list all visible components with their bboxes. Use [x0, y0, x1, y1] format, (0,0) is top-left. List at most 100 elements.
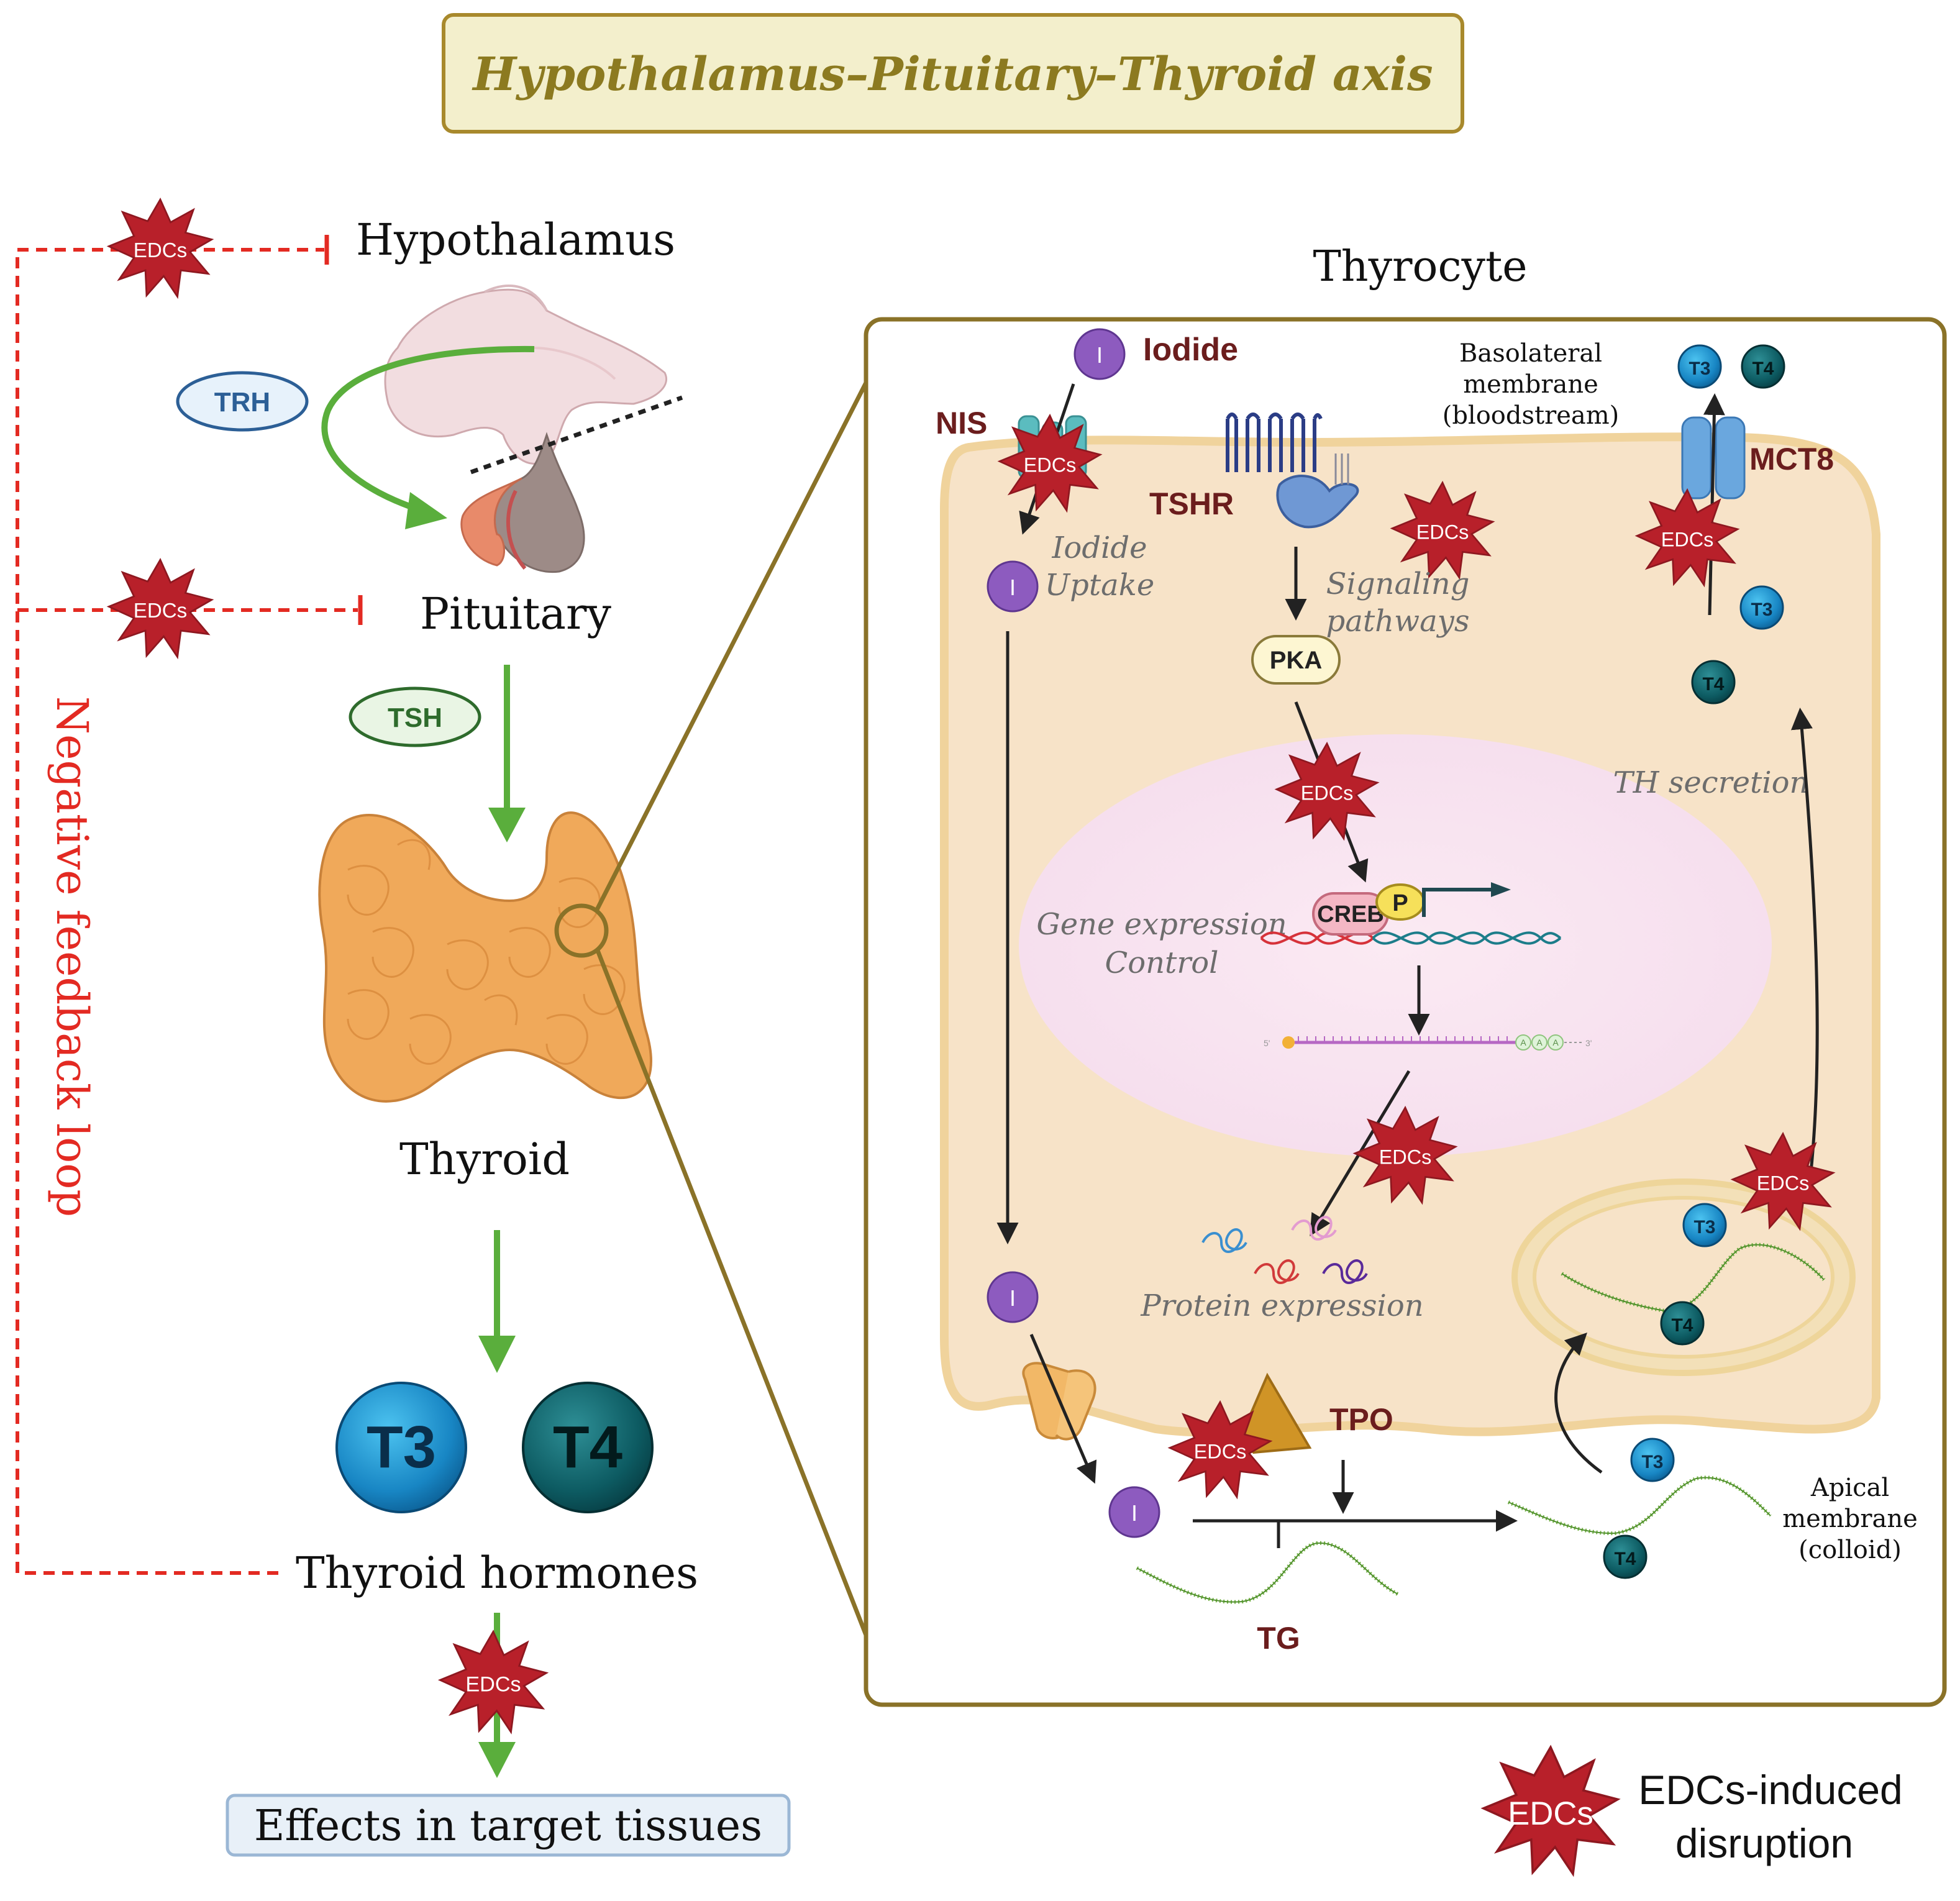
svg-text:3': 3'	[1585, 1038, 1592, 1048]
thyroid-zoom-circle	[554, 903, 609, 958]
edc-tpo: EDCs	[1169, 1401, 1272, 1498]
diagram-title: Hypothalamus–Pituitary–Thyroid axis	[472, 48, 1433, 101]
t3-outside: T3	[1677, 344, 1722, 389]
svg-text:I: I	[1131, 1500, 1137, 1526]
thyrocyte-title: Thyrocyte	[1313, 242, 1527, 291]
svg-text:T3: T3	[367, 1414, 436, 1480]
svg-text:EDCs: EDCs	[1661, 529, 1714, 551]
iodide-top: I	[1073, 328, 1126, 380]
svg-text:PKA: PKA	[1270, 647, 1322, 674]
svg-text:EDCs: EDCs	[1301, 782, 1354, 805]
svg-text:T4: T4	[1702, 674, 1724, 695]
tg-label: TG	[1257, 1621, 1300, 1656]
svg-text:T3: T3	[1689, 358, 1710, 379]
pituitary-section-line	[470, 395, 683, 475]
t4-iodinated: T4	[1603, 1534, 1648, 1579]
svg-text:T4: T4	[1752, 358, 1774, 379]
svg-text:EDCs: EDCs	[1757, 1172, 1810, 1195]
t3-intracellular: T3	[1739, 585, 1784, 630]
zoom-line-bottom	[595, 949, 868, 1636]
legend-edc-symbol: EDCs	[1482, 1746, 1619, 1876]
svg-text:Effects in target tissues: Effects in target tissues	[254, 1802, 762, 1851]
t4-outside: T4	[1741, 344, 1785, 389]
svg-text:A: A	[1520, 1037, 1526, 1047]
edc-signaling: EDCs	[1391, 481, 1494, 579]
legend-text-2: disruption	[1675, 1820, 1853, 1866]
phosphate-group: P	[1375, 883, 1425, 921]
svg-text:EDCs: EDCs	[465, 1672, 521, 1696]
endocytosis-arrow	[1554, 1333, 1603, 1474]
svg-text:I: I	[1096, 342, 1103, 368]
edc-feedback-hypothalamus: EDCs	[107, 198, 213, 298]
t3-iodinated: T3	[1630, 1438, 1675, 1482]
svg-text:5': 5'	[1264, 1038, 1270, 1048]
t4-intracellular: T4	[1691, 660, 1736, 704]
signaling-label-1: Signaling	[1326, 567, 1470, 601]
t4-hormone-sphere: T4	[522, 1382, 654, 1513]
edc-gene-expression: EDCs	[1354, 1106, 1457, 1204]
signaling-label-2: pathways	[1326, 604, 1470, 639]
pituitary-label: Pituitary	[420, 588, 611, 639]
svg-text:CREB: CREB	[1317, 901, 1384, 928]
gene-expression-label-1: Gene expression	[1036, 907, 1287, 942]
svg-text:EDCs: EDCs	[134, 239, 187, 262]
iodide-uptake-label-1: Iodide	[1051, 531, 1147, 565]
t4-vesicle: T4	[1660, 1301, 1705, 1346]
tshr-label: TSHR	[1149, 486, 1234, 521]
iodide-lower-ion: I	[987, 1271, 1039, 1323]
hypothalamus-label: Hypothalamus	[356, 214, 675, 265]
iodide-efflux-arrow	[1029, 1334, 1097, 1484]
thyroid-hormones-label: Thyroid hormones	[296, 1548, 698, 1598]
apical-label-3: (colloid)	[1798, 1536, 1902, 1564]
mct8-label: MCT8	[1749, 442, 1834, 476]
svg-text:T3: T3	[1693, 1217, 1715, 1238]
apical-label-1: Apical	[1810, 1474, 1889, 1502]
basolateral-label-1: Basolateral	[1459, 339, 1602, 368]
nucleus	[1019, 734, 1772, 1157]
tpo-label: TPO	[1329, 1402, 1393, 1437]
protein-expression-label: Protein expression	[1140, 1288, 1423, 1323]
svg-text:EDCs: EDCs	[1024, 454, 1077, 476]
th-secretion-arrow	[1790, 708, 1819, 1200]
svg-text:T4: T4	[1671, 1315, 1693, 1336]
feedback-loop-label: Negative feedback loop	[47, 696, 98, 1217]
mct8-transporter	[1681, 416, 1746, 499]
edc-nis: EDCs	[998, 414, 1101, 512]
svg-text:T3: T3	[1751, 599, 1772, 620]
legend-text-1: EDCs-induced	[1638, 1767, 1903, 1813]
iodide-uptake-ion: I	[987, 560, 1039, 613]
edc-vesicle: EDCs	[1731, 1133, 1835, 1230]
transcription-start-arrow	[1422, 888, 1492, 917]
t3-vesicle: T3	[1682, 1203, 1727, 1247]
basolateral-label-2: membrane	[1463, 370, 1598, 399]
pituitary-illustration	[384, 285, 667, 573]
svg-text:I: I	[1010, 575, 1016, 600]
tshr-receptor	[1226, 413, 1323, 472]
tsh-badge: TSH	[349, 686, 481, 747]
pka-node: PKA	[1251, 635, 1341, 685]
gene-expression-label-2: Control	[1105, 946, 1218, 980]
edc-target-tissues: EDCs	[439, 1630, 547, 1733]
svg-text:EDCs: EDCs	[134, 599, 187, 622]
svg-text:T4: T4	[1614, 1549, 1636, 1569]
iodide-label: Iodide	[1143, 332, 1238, 368]
svg-text:EDCs: EDCs	[1194, 1441, 1247, 1463]
svg-text:EDCs: EDCs	[1508, 1795, 1593, 1832]
basolateral-label-3: (bloodstream)	[1443, 401, 1620, 430]
zoom-line-top	[594, 381, 868, 912]
svg-text:P: P	[1392, 890, 1408, 916]
edc-pka: EDCs	[1275, 742, 1379, 840]
iodide-colloid-ion: I	[1108, 1486, 1160, 1538]
th-secretion-label: TH secretion	[1613, 765, 1809, 800]
t3-hormone-sphere: T3	[335, 1382, 467, 1513]
edc-feedback-pituitary: EDCs	[107, 558, 213, 658]
svg-text:T3: T3	[1641, 1452, 1663, 1472]
mrna-strand: 5' A A A 3'	[1264, 1034, 1592, 1051]
effects-box: Effects in target tissues	[226, 1794, 791, 1857]
iodide-uptake-label-2: Uptake	[1045, 568, 1155, 603]
svg-text:A: A	[1552, 1037, 1559, 1047]
protein-squiggles	[1201, 1216, 1368, 1284]
svg-text:EDCs: EDCs	[1416, 521, 1469, 544]
svg-text:A: A	[1536, 1037, 1543, 1047]
